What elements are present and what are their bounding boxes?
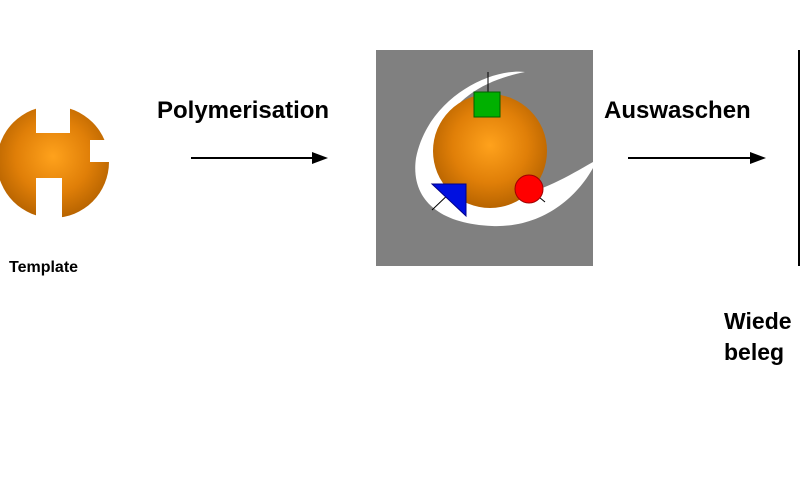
circle-functional-group-icon bbox=[514, 174, 544, 204]
template-molecule bbox=[0, 106, 109, 218]
arrow-polymerisation bbox=[191, 152, 328, 164]
step-label-auswaschen: Auswaschen bbox=[604, 97, 751, 124]
triangle-functional-group-icon bbox=[430, 183, 467, 218]
template-label: Template bbox=[9, 259, 79, 276]
arrow-right-icon bbox=[750, 152, 766, 164]
step-label-polymerisation: Polymerisation bbox=[157, 97, 330, 124]
cut-off-label-line-2: beleg bbox=[724, 339, 785, 365]
template-molecule-icon bbox=[0, 106, 109, 218]
square-functional-group-icon bbox=[473, 91, 501, 118]
cut-off-label-line-1: Wiede bbox=[724, 308, 792, 334]
polymer-block bbox=[376, 50, 593, 266]
arrow-right-icon bbox=[312, 152, 328, 164]
arrow-auswaschen bbox=[628, 152, 766, 164]
cavity bbox=[415, 71, 593, 227]
